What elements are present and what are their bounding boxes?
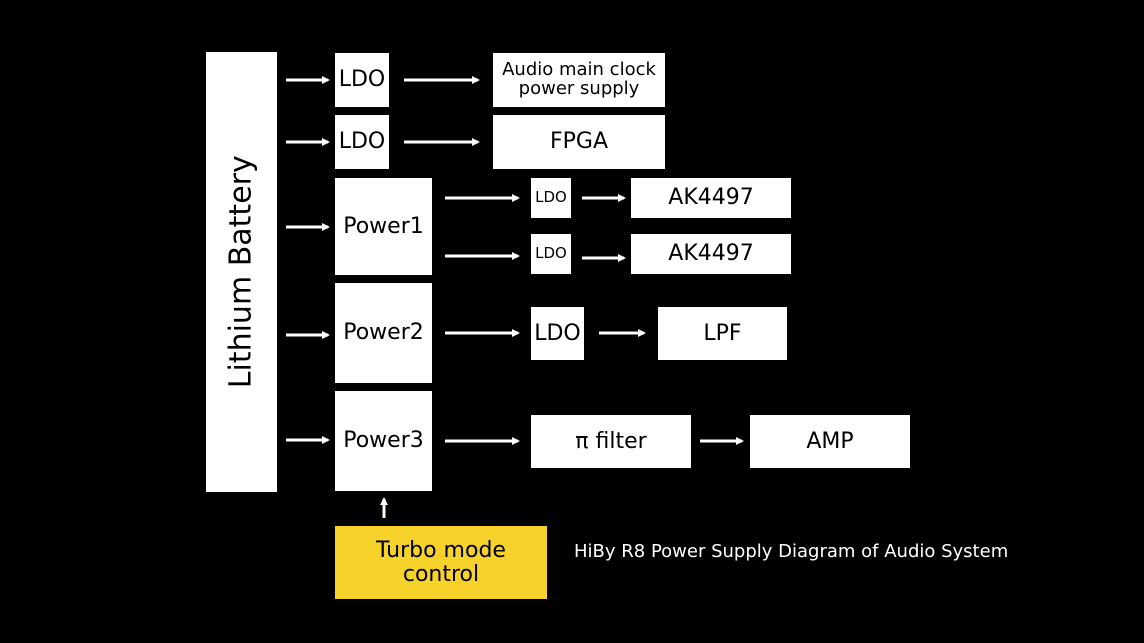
ldo-fpga: LDO	[335, 115, 389, 169]
ldo-dac-a-label: LDO	[535, 188, 567, 207]
lithium-battery-block: Lithium Battery	[206, 52, 277, 492]
lpf-block: LPF	[658, 307, 787, 360]
pi-filter-label: π filter	[575, 428, 647, 454]
ldo-lpf-label: LDO	[534, 320, 581, 346]
ak4497-b-block: AK4497	[631, 234, 791, 274]
ldo-lpf: LDO	[531, 307, 584, 360]
ldo-fpga-label: LDO	[338, 129, 386, 155]
ldo-dac-b-label: LDO	[535, 244, 567, 263]
audio-clock-line2: power supply	[518, 78, 640, 99]
ldo-dac-b: LDO	[531, 234, 571, 274]
audio-clock-supply-block: Audio main clock power supply	[493, 53, 665, 107]
pi-filter-block: π filter	[531, 415, 691, 468]
power3-block: Power3	[335, 391, 432, 491]
power1-label: Power1	[343, 213, 424, 239]
turbo-line2: control	[402, 561, 480, 587]
fpga-label: FPGA	[549, 129, 609, 155]
ak4497-a-block: AK4497	[631, 178, 791, 218]
power3-label: Power3	[343, 428, 424, 454]
lpf-label: LPF	[703, 320, 742, 346]
turbo-line1: Turbo mode	[376, 538, 506, 564]
power2-block: Power2	[335, 283, 432, 383]
audio-clock-line1: Audio main clock	[502, 59, 656, 81]
ak4497-b-label: AK4497	[668, 241, 754, 267]
fpga-block: FPGA	[493, 115, 665, 169]
ldo-dac-a: LDO	[531, 178, 571, 218]
ldo-clock-label: LDO	[338, 67, 386, 93]
diagram-caption: HiBy R8 Power Supply Diagram of Audio Sy…	[574, 541, 1009, 562]
ak4497-a-label: AK4497	[668, 185, 754, 211]
amp-label: AMP	[806, 428, 854, 454]
turbo-mode-control-block: Turbo mode control	[335, 526, 547, 599]
power2-label: Power2	[343, 320, 424, 346]
ldo-clock: LDO	[335, 53, 389, 107]
amp-block: AMP	[750, 415, 910, 468]
power1-block: Power1	[335, 178, 432, 275]
